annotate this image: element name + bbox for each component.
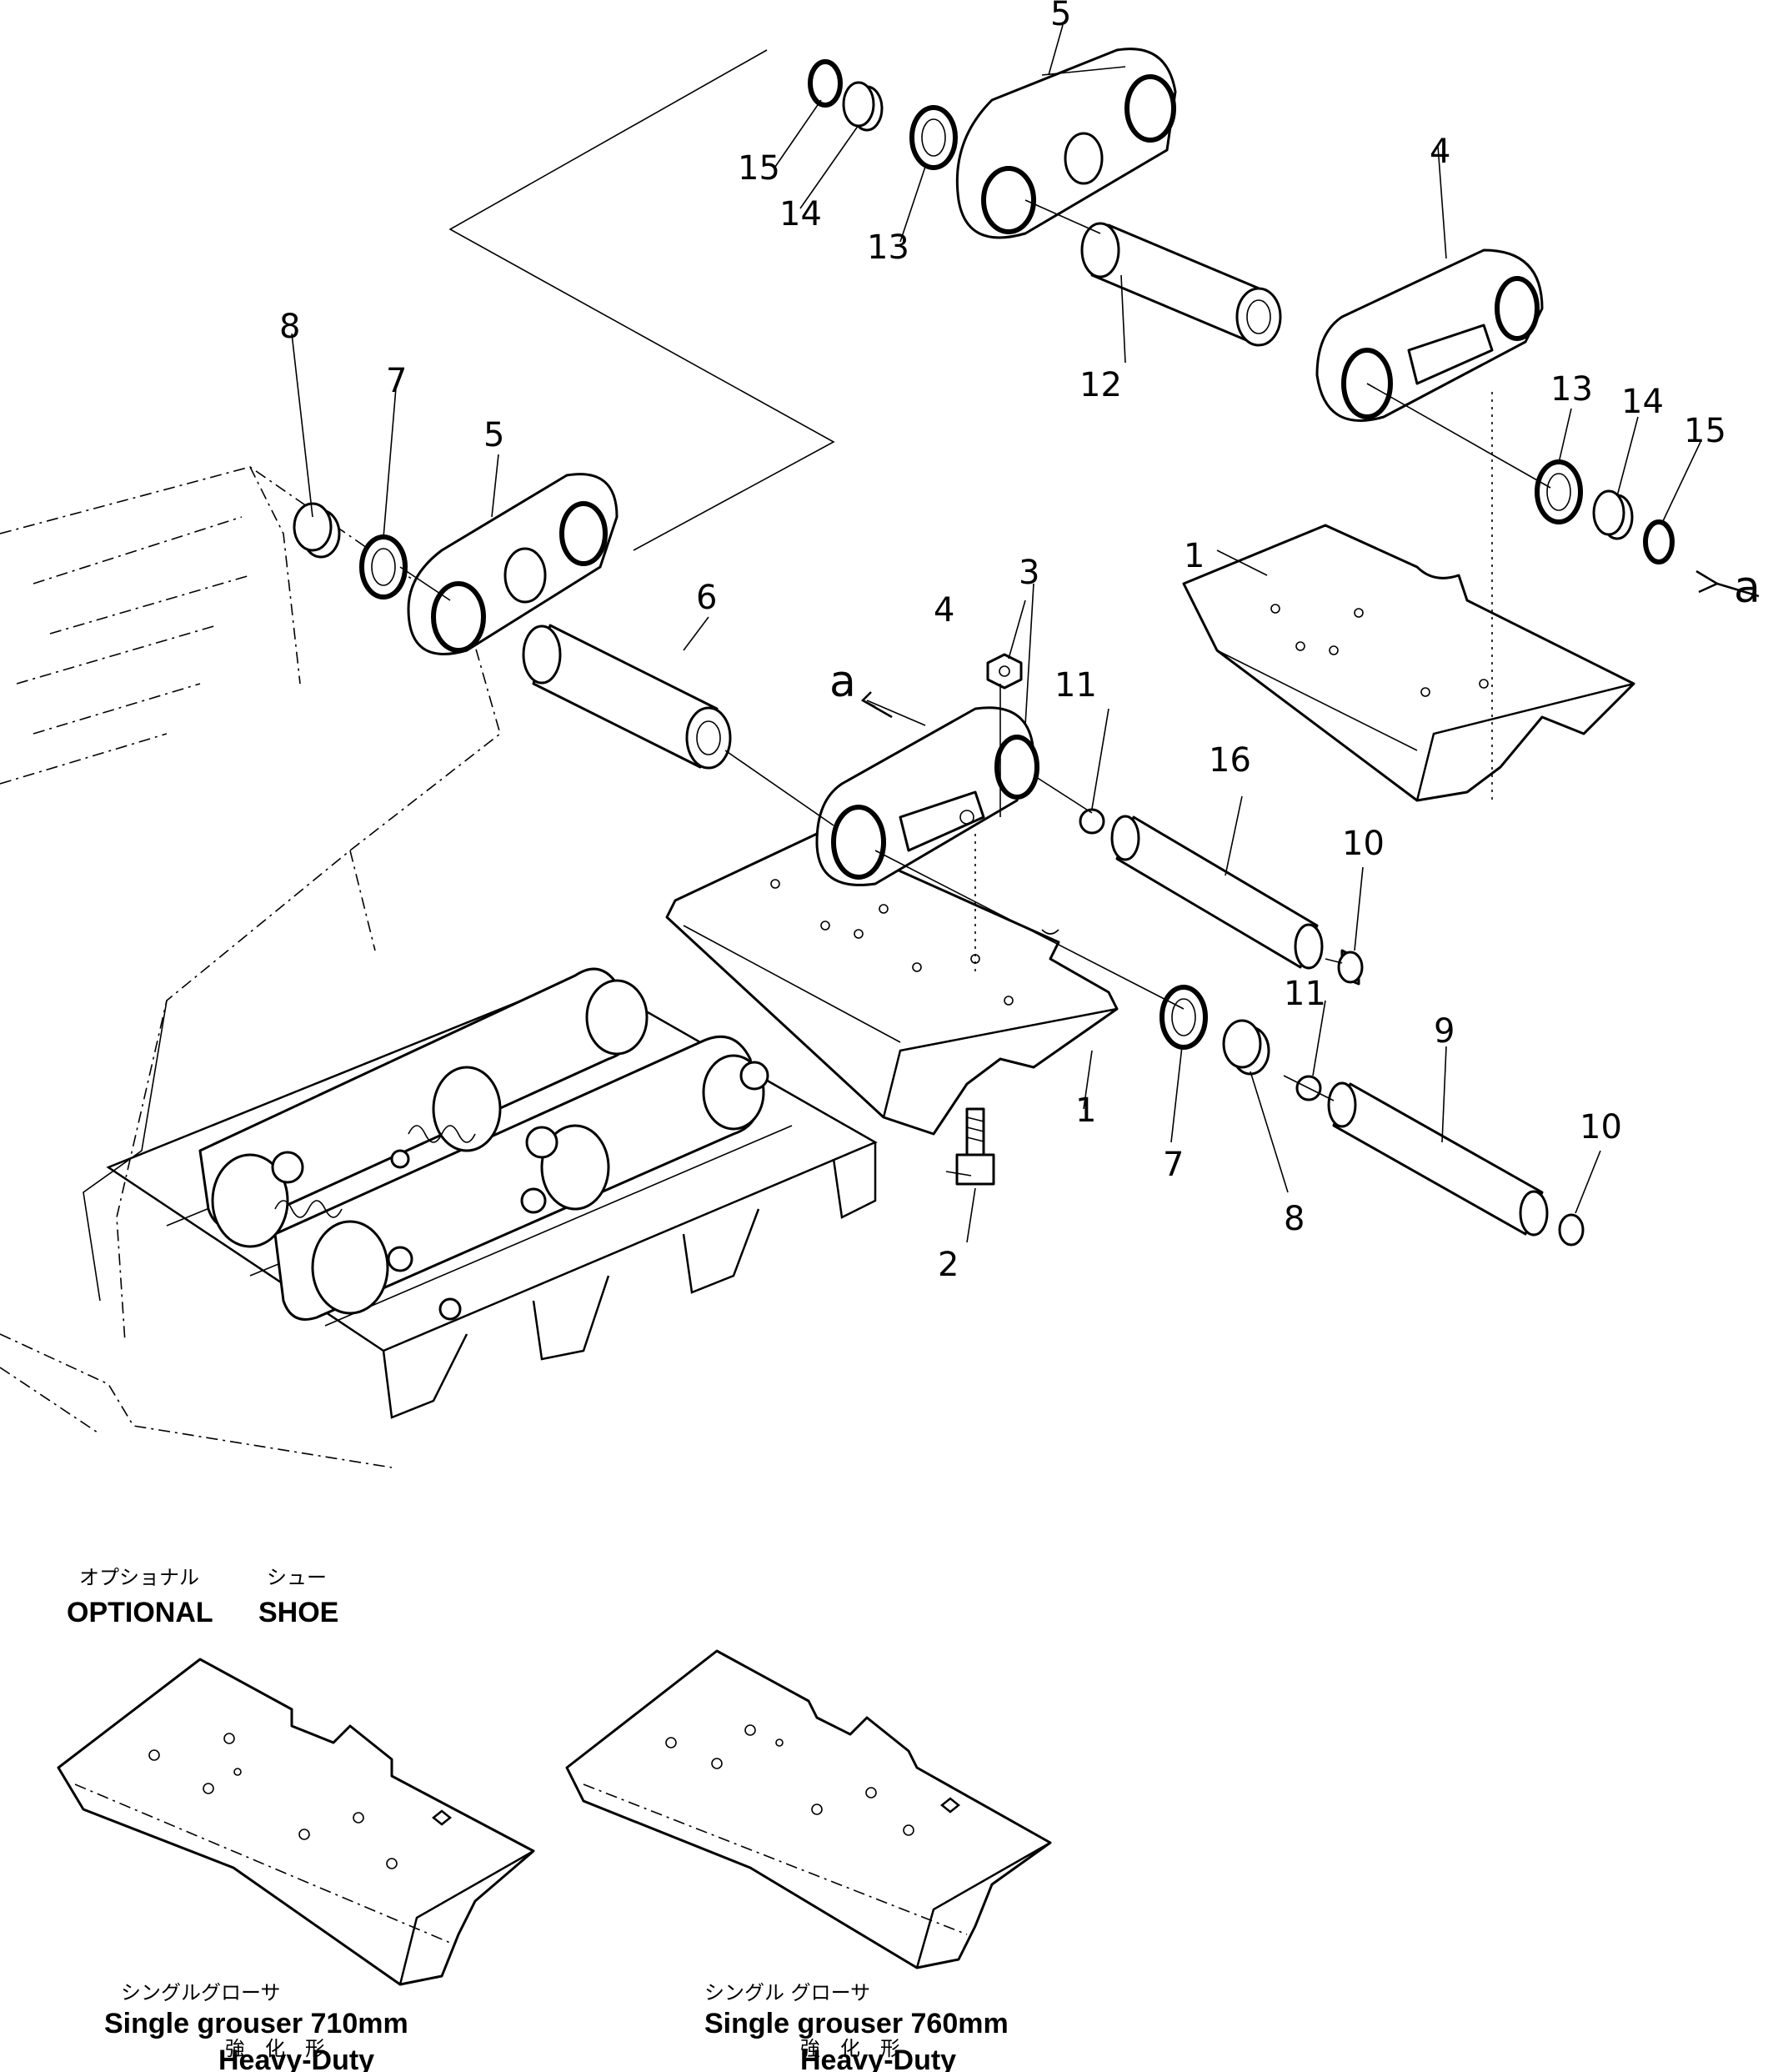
callout-15-right: 15 <box>1684 412 1726 450</box>
callout-7-left: 7 <box>386 362 407 400</box>
callout-11-upper: 11 <box>1054 666 1097 705</box>
callout-14-right: 14 <box>1621 383 1664 421</box>
callout-12: 12 <box>1079 366 1122 404</box>
reference-a-right: a <box>1734 563 1760 613</box>
pin-16 <box>1110 815 1324 970</box>
track-frame-outline <box>0 466 501 1468</box>
shoe-760-jp-type: 強 化 形 <box>800 2037 900 2060</box>
callout-7-lower: 7 <box>1163 1146 1184 1184</box>
optional-shoe-760 <box>565 1649 1052 1969</box>
callout-3: 3 <box>1019 554 1039 592</box>
callout-numbers: 5 15 14 13 4 12 13 14 15 8 7 5 1 3 6 4 1… <box>279 0 1760 1284</box>
callout-2: 2 <box>938 1246 959 1284</box>
optional-jp-label: オプショナル <box>79 1566 199 1589</box>
callout-5-left: 5 <box>483 416 504 454</box>
callout-11-lower: 11 <box>1284 975 1326 1013</box>
callout-8-lower: 8 <box>1284 1200 1305 1238</box>
optional-shoe-heading: オプショナル シュー OPTIONAL SHOE <box>67 1566 338 1628</box>
optional-label: OPTIONAL <box>67 1597 213 1628</box>
bushing-12 <box>1080 222 1282 347</box>
pin-9 <box>1327 1081 1549 1237</box>
callout-4-center: 4 <box>934 591 954 630</box>
alignment-lines <box>399 199 1551 1101</box>
callout-1-lower: 1 <box>1075 1091 1096 1130</box>
callout-10-lower: 10 <box>1580 1108 1622 1146</box>
shoe-760-type: Heavy-Duty <box>800 2044 956 2072</box>
shoe-760-jp-name: シングル グローサ <box>704 1981 870 2004</box>
track-shoe-lower <box>665 832 1119 1136</box>
track-chain-assembly <box>106 967 878 1419</box>
callout-16: 16 <box>1209 741 1251 780</box>
callout-13-right: 13 <box>1550 370 1593 409</box>
reference-a-center: a <box>829 657 856 707</box>
shoe-710-type: Heavy-Duty <box>218 2044 374 2072</box>
callout-9: 9 <box>1434 1012 1455 1051</box>
callout-5-top: 5 <box>1050 0 1071 33</box>
shoe-label: SHOE <box>258 1597 338 1628</box>
link-center-4 <box>815 706 1039 886</box>
leader-lines <box>291 24 1760 1243</box>
callout-15-top: 15 <box>738 149 780 188</box>
shoe-710-jp-type: 強 化 形 <box>225 2037 325 2060</box>
shoe-jp-label: シュー <box>267 1566 327 1589</box>
link-upper-right-4 <box>1315 248 1544 422</box>
shoe-710-name: Single grouser 710mm <box>104 2008 408 2039</box>
shoe-760-caption: シングル グローサ Single grouser 760mm 強 化 形 Hea… <box>704 1981 1009 2072</box>
bushing-6 <box>522 624 732 770</box>
callout-4-top: 4 <box>1430 133 1450 171</box>
track-shoe-upper <box>1182 524 1635 802</box>
callout-6: 6 <box>696 579 717 617</box>
link-left-5 <box>407 473 619 655</box>
callout-1-upper: 1 <box>1184 537 1205 575</box>
optional-shoe-710 <box>57 1658 535 1986</box>
group-boundary-lines <box>448 49 835 551</box>
shoe-710-jp-name: シングルグローサ <box>121 1981 281 2004</box>
callout-8-left: 8 <box>279 308 300 346</box>
shoe-760-name: Single grouser 760mm <box>704 2008 1009 2039</box>
link-upper-left-5 <box>955 48 1177 239</box>
callout-13-top: 13 <box>867 228 909 267</box>
callout-10-upper: 10 <box>1342 825 1385 863</box>
shoe-710-caption: シングルグローサ Single grouser 710mm 強 化 形 Heav… <box>104 1981 408 2072</box>
callout-14-top: 14 <box>779 195 822 233</box>
